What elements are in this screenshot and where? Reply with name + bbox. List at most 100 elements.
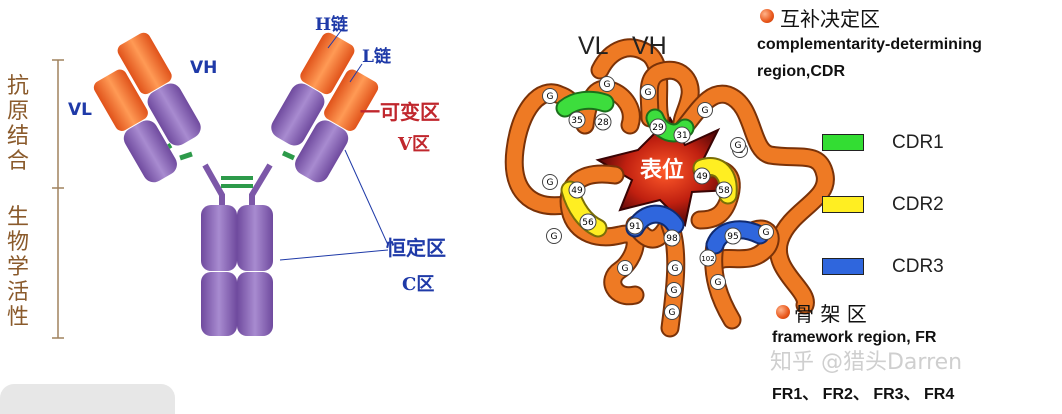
residue-marker: G <box>697 102 713 118</box>
residue-marker: 49 <box>568 181 586 199</box>
cdr-bullet-icon <box>760 9 774 23</box>
residue-marker: 49 <box>693 167 711 185</box>
constant-region-label: 恒定区 <box>386 236 446 260</box>
heavy-chain-ch1 <box>271 83 325 146</box>
cdr1-segment <box>557 92 613 116</box>
l-chain-label: L链 <box>362 47 391 67</box>
svg-text:31: 31 <box>676 131 687 141</box>
svg-text:G: G <box>671 286 678 296</box>
cdr-english-line2: region,CDR <box>757 63 845 80</box>
residue-marker: G <box>617 260 633 276</box>
residue-marker: 98 <box>663 229 681 247</box>
legend-label-cdr2: CDR2 <box>892 194 944 215</box>
heavy-chain-vh <box>117 32 172 95</box>
heavy-chain-vh <box>300 32 355 95</box>
svg-text:G: G <box>547 178 554 188</box>
light-chain-vl <box>93 69 148 131</box>
watermark: 知乎 @猎头Darren <box>770 350 963 375</box>
cdr-title: 互补决定区 <box>780 7 880 31</box>
residue-marker: G <box>599 76 615 92</box>
interchain-bond <box>281 150 296 161</box>
residue-marker: G <box>730 137 746 153</box>
svg-text:28: 28 <box>597 118 609 128</box>
residue-marker: 91 <box>626 217 644 235</box>
vl-top-label: VL <box>578 32 609 60</box>
svg-text:G: G <box>645 88 652 98</box>
heavy-chain-ch1 <box>147 83 201 146</box>
legend-swatch-cdr3 <box>822 258 864 275</box>
residue-marker: 102 <box>699 249 717 267</box>
cdr-loop-diagram: G 35 28 G G 29 31 G G G 49 56 G 49 58 91… <box>504 38 835 338</box>
variable-region-label: 一可变区 <box>360 100 440 124</box>
fc-domain <box>237 205 273 271</box>
cdr-english-line1: complementarity-determining <box>757 36 982 53</box>
residue-marker: 29 <box>649 118 667 136</box>
h-chain-pointer <box>327 27 344 49</box>
svg-text:56: 56 <box>582 218 594 228</box>
v-region-label: V区 <box>398 134 430 155</box>
svg-text:G: G <box>547 92 554 102</box>
fr-bullet-icon <box>776 305 790 319</box>
residue-marker: G <box>666 282 682 298</box>
residue-marker: 58 <box>715 181 733 199</box>
residue-marker: G <box>542 174 558 190</box>
constant-pointer-1 <box>344 149 389 246</box>
l-chain-pointer <box>349 63 363 83</box>
residue-marker: G <box>710 274 726 290</box>
legend-label-cdr3: CDR3 <box>892 256 944 277</box>
residue-marker: 35 <box>568 111 586 129</box>
residue-marker: 28 <box>594 113 612 131</box>
svg-text:49: 49 <box>571 186 583 196</box>
light-chain-vl <box>324 69 379 131</box>
residue-marker: G <box>758 224 774 240</box>
legend-swatch-cdr1 <box>822 134 864 151</box>
vl-label: VL <box>68 100 92 120</box>
light-chain-cl <box>123 120 177 183</box>
residue-marker: G <box>542 88 558 104</box>
legend-label-cdr1: CDR1 <box>892 132 944 153</box>
fc-domain <box>237 272 273 336</box>
interchain-bond <box>167 142 173 149</box>
antigen-binding-label: 抗 原 结 合 <box>6 74 29 174</box>
svg-text:G: G <box>551 232 558 242</box>
residue-marker: G <box>664 304 680 320</box>
fr-title: 骨 架 区 <box>794 302 867 326</box>
residue-marker: G <box>667 260 683 276</box>
svg-text:95: 95 <box>727 232 738 242</box>
svg-text:G: G <box>735 141 742 151</box>
fr-list: FR1、 FR2、 FR3、 FR4 <box>772 386 955 403</box>
svg-text:G: G <box>604 80 611 90</box>
c-region-label: C区 <box>402 274 435 295</box>
light-chain-cl <box>295 120 349 183</box>
vh-top-label: VH <box>632 32 667 60</box>
svg-text:G: G <box>715 278 722 288</box>
residue-marker: G <box>546 228 562 244</box>
svg-text:58: 58 <box>718 186 730 196</box>
bottom-tab <box>0 384 175 414</box>
epitope-star <box>595 116 735 228</box>
residue-marker: G <box>640 84 656 100</box>
hinge-right <box>249 163 273 210</box>
residue-marker: 56 <box>579 213 597 231</box>
biological-activity-label: 生 物 学 活 性 <box>6 205 29 330</box>
residue-marker: 31 <box>673 126 691 144</box>
fr-english: framework region, FR <box>772 329 937 346</box>
svg-text:98: 98 <box>666 234 678 244</box>
svg-text:G: G <box>672 264 679 274</box>
vh-label: VH <box>190 58 218 78</box>
svg-text:49: 49 <box>696 172 708 182</box>
svg-text:G: G <box>763 228 770 238</box>
svg-text:35: 35 <box>571 116 582 126</box>
hinge-left <box>202 163 225 210</box>
legend-swatch-cdr2 <box>822 196 864 213</box>
residue-marker: 95 <box>724 227 742 245</box>
framework-loop <box>674 86 833 313</box>
constant-pointer-2 <box>279 249 389 261</box>
fc-domain <box>201 205 237 271</box>
svg-text:91: 91 <box>629 222 640 232</box>
fc-domain <box>201 272 237 336</box>
antibody-diagram <box>52 27 389 339</box>
svg-text:102: 102 <box>701 255 714 263</box>
svg-text:G: G <box>702 106 709 116</box>
h-chain-label: H链 <box>315 15 349 35</box>
